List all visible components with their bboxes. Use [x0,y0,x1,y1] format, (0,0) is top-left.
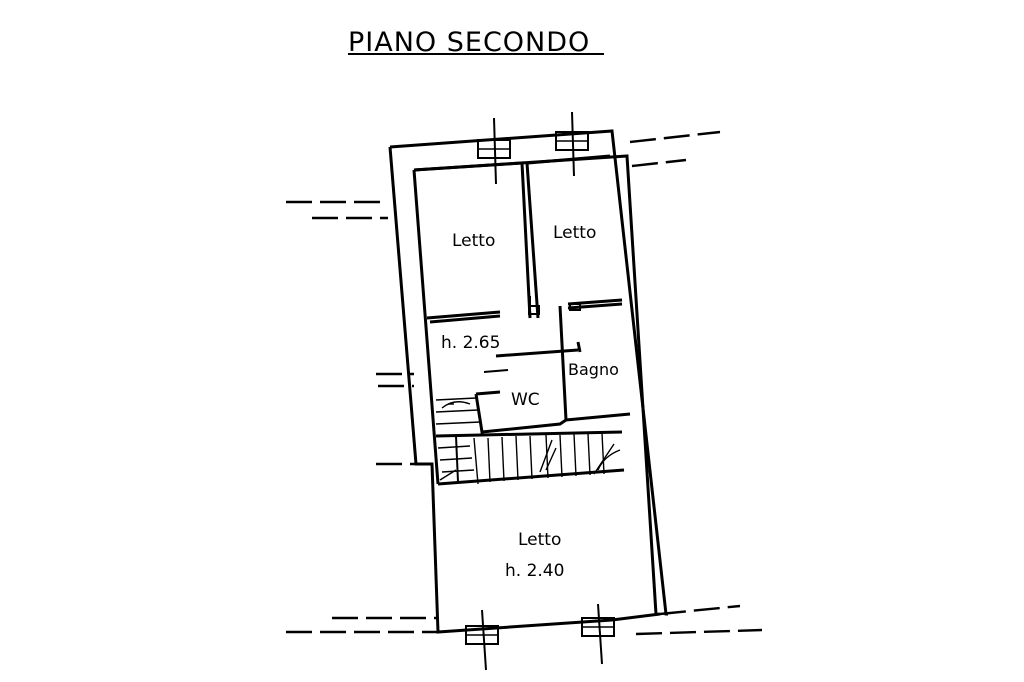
windows [465,111,615,671]
window-top-left [477,117,511,185]
window-bottom-right [581,603,615,665]
staircase [435,397,621,485]
interior-walls [413,154,631,486]
neighbour-outlines [286,130,763,636]
room-label-bagno: Bagno [568,360,619,379]
room-label-wc: WC [511,390,540,410]
plan-title-text: PIANO SECONDO [348,27,590,58]
room-label-letto-left: Letto [452,231,495,251]
height-label-lower: h. 2.40 [505,561,564,581]
room-label-letto-bottom: Letto [518,530,561,550]
room-label-letto-right: Letto [553,223,596,243]
plan-title: PIANO SECONDO [348,27,604,58]
height-label-upper: h. 2.65 [441,333,500,353]
room-labels: Letto Letto h. 2.65 Bagno WC Letto h. 2.… [441,223,619,581]
window-bottom-left [465,609,499,671]
window-top-right [555,111,589,177]
